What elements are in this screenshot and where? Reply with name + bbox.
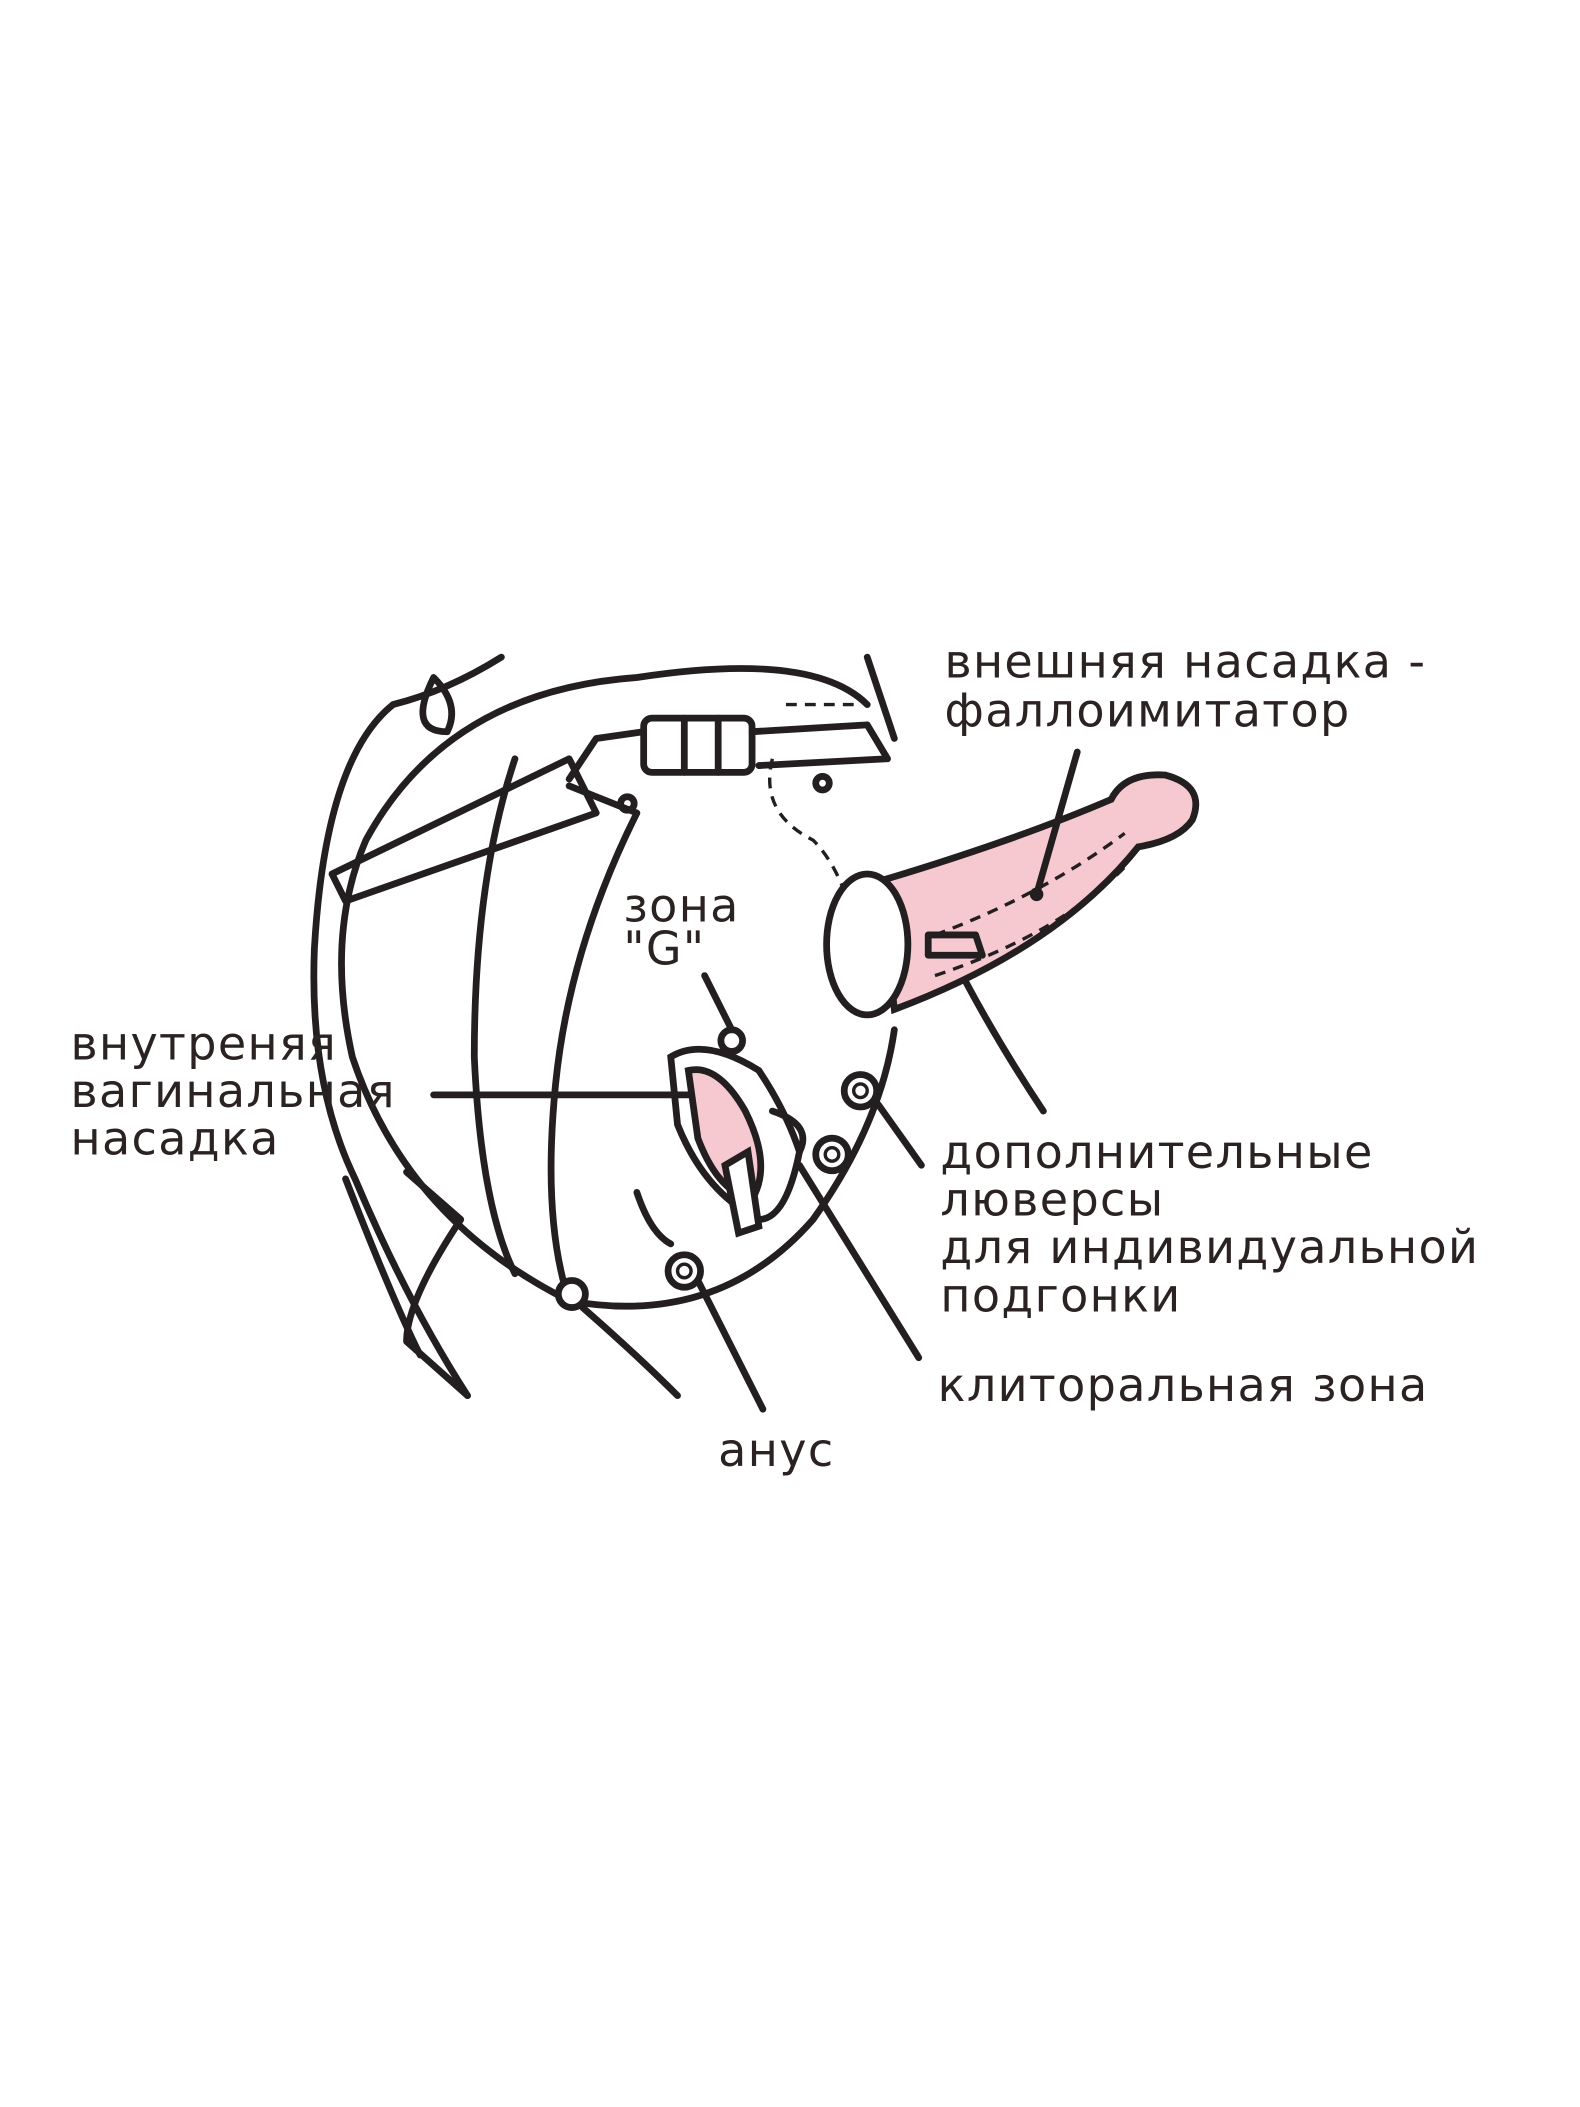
- base-plate: [823, 870, 912, 1019]
- eyelets: [554, 1071, 881, 1311]
- label-g-zone-1: зона: [623, 878, 739, 932]
- label-eyelets-1: дополнительные: [940, 1125, 1373, 1179]
- buckle: [640, 714, 756, 776]
- label-internal-2: вагинальная: [71, 1064, 396, 1118]
- label-eyelets-4: подгонки: [940, 1269, 1181, 1323]
- label-internal-1: внутреняя: [71, 1017, 338, 1071]
- label-anus: анус: [718, 1423, 834, 1477]
- label-internal-3: насадка: [71, 1111, 280, 1165]
- label-eyelets-2: люверсы: [940, 1172, 1164, 1226]
- leader-lines: [430, 748, 1081, 1413]
- label-clitoral: клиторальная зона: [938, 1358, 1429, 1412]
- label-eyelets-3: для индивидуальной: [940, 1220, 1479, 1274]
- label-external-2: фаллоимитатор: [944, 683, 1350, 737]
- label-g-zone-2: "G": [623, 922, 705, 976]
- label-external-1: внешняя насадка -: [944, 634, 1426, 688]
